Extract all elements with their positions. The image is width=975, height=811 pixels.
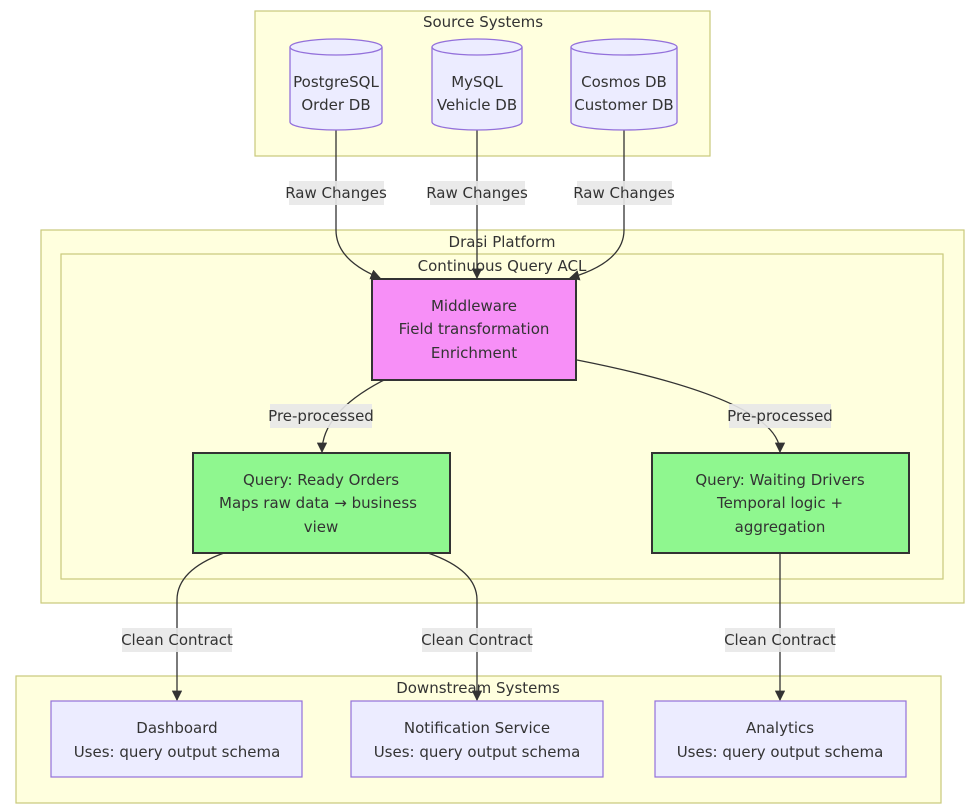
source-cosmos-customer-db[interactable]: Cosmos DB Customer DB [570, 38, 678, 131]
source-name: MySQL [451, 73, 503, 91]
middleware-line: Field transformation [399, 320, 550, 338]
source-label: Customer DB [574, 96, 673, 114]
downstream-schema: Uses: query output schema [677, 743, 884, 761]
group-title-acl: Continuous Query ACL [418, 257, 587, 275]
edge-label-raw-changes: Raw Changes [426, 184, 528, 202]
database-cylinder-rim [431, 46, 523, 56]
database-cylinder-icon [289, 38, 383, 131]
source-postgresql-order-db[interactable]: PostgreSQL Order DB [289, 38, 383, 131]
edge-label-bg [270, 404, 372, 428]
downstream-title: Dashboard [136, 719, 217, 737]
query-title: Query: Ready Orders [243, 471, 399, 489]
edge-label-clean-contract: Clean Contract [421, 631, 533, 649]
edge-ready-orders-to-notification [427, 552, 483, 702]
edge-label-clean-contract: Clean Contract [724, 631, 836, 649]
query-box [651, 452, 910, 554]
edge-label-bg [422, 628, 532, 652]
edge-label-bg [729, 404, 831, 428]
middleware-title: Middleware [431, 297, 517, 315]
edge-ready-orders-to-dashboard [171, 552, 225, 702]
downstream-schema: Uses: query output schema [74, 743, 281, 761]
group-title-downstream: Downstream Systems [396, 679, 560, 697]
middleware-node[interactable]: Middleware Field transformation Enrichme… [371, 278, 577, 381]
edge-label-bg [577, 181, 672, 205]
query-title: Query: Waiting Drivers [695, 471, 865, 489]
downstream-box [50, 700, 303, 778]
downstream-box [654, 700, 907, 778]
database-cylinder-rim [289, 46, 383, 56]
edge-label-bg [430, 181, 525, 205]
edge-middleware-to-waiting-drivers [576, 359, 786, 454]
database-cylinder-icon [431, 38, 523, 131]
downstream-dashboard[interactable]: Dashboard Uses: query output schema [50, 700, 303, 778]
group-title-platform: Drasi Platform [449, 233, 556, 251]
downstream-schema: Uses: query output schema [374, 743, 581, 761]
edge-label-pre-processed: Pre-processed [268, 407, 374, 425]
source-mysql-vehicle-db[interactable]: MySQL Vehicle DB [431, 38, 523, 131]
source-label: Order DB [301, 96, 370, 114]
source-name: Cosmos DB [581, 73, 667, 91]
downstream-notification-service[interactable]: Notification Service Uses: query output … [350, 700, 604, 778]
edge-label-bg [289, 181, 384, 205]
edge-label-pre-processed: Pre-processed [727, 407, 833, 425]
database-cylinder-icon [570, 38, 678, 131]
query-line: Temporal logic + [716, 494, 843, 512]
group-title-source: Source Systems [423, 13, 543, 31]
query-line: aggregation [735, 518, 826, 536]
downstream-analytics[interactable]: Analytics Uses: query output schema [654, 700, 907, 778]
query-waiting-drivers[interactable]: Query: Waiting Drivers Temporal logic + … [651, 452, 910, 554]
edge-label-bg [122, 628, 232, 652]
query-ready-orders[interactable]: Query: Ready Orders Maps raw data → busi… [192, 452, 451, 554]
query-line: Maps raw data → business [219, 494, 417, 512]
query-box [192, 452, 451, 554]
edge-label-raw-changes: Raw Changes [285, 184, 387, 202]
query-line: view [304, 518, 339, 536]
downstream-title: Notification Service [404, 719, 550, 737]
edge-postgres-to-middleware [335, 130, 381, 280]
downstream-box [350, 700, 604, 778]
edge-label-raw-changes: Raw Changes [573, 184, 675, 202]
edge-label-bg [725, 628, 835, 652]
source-label: Vehicle DB [437, 96, 517, 114]
middleware-line: Enrichment [431, 344, 517, 362]
middleware-box [371, 278, 577, 381]
edge-cosmos-to-middleware [569, 130, 625, 281]
downstream-title: Analytics [746, 719, 814, 737]
source-name: PostgreSQL [293, 73, 379, 91]
edge-label-clean-contract: Clean Contract [121, 631, 233, 649]
database-cylinder-rim [570, 46, 678, 56]
